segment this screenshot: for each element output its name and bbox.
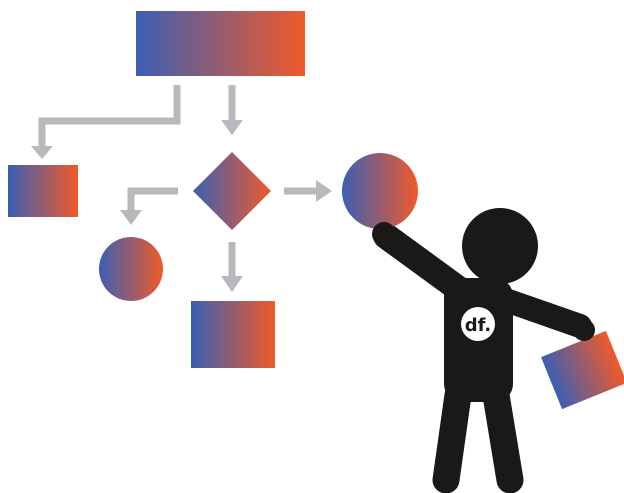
figure-right-hand bbox=[573, 319, 595, 341]
top-rectangle bbox=[136, 11, 305, 76]
large-circle bbox=[342, 153, 418, 229]
figure-right-arm bbox=[488, 286, 592, 338]
figure-left-leg bbox=[432, 381, 472, 493]
arrowhead-left-box bbox=[31, 146, 53, 159]
badge-text: df. bbox=[465, 315, 492, 336]
arrowhead-large-circle bbox=[316, 180, 332, 202]
connectors bbox=[31, 85, 332, 292]
figure-right-leg bbox=[482, 381, 524, 493]
person-figure bbox=[373, 208, 592, 493]
figure-head bbox=[462, 208, 538, 284]
connector-diamond-to-small-circle bbox=[127, 187, 178, 212]
left-rectangle bbox=[8, 165, 78, 217]
figure-raised-arm bbox=[373, 223, 473, 303]
tilted-rectangle-group bbox=[541, 330, 624, 410]
decision-diamond bbox=[193, 152, 271, 230]
arrowhead-bottom-box bbox=[221, 276, 243, 292]
bottom-rectangle bbox=[191, 301, 275, 368]
connector-top-to-left-box bbox=[38, 85, 181, 148]
figure-hand bbox=[372, 222, 396, 246]
tilted-rectangle bbox=[541, 330, 624, 410]
badge-circle bbox=[461, 307, 495, 341]
arrowhead-small-circle bbox=[120, 210, 142, 225]
small-circle bbox=[99, 237, 163, 301]
df-logo-icon: df. bbox=[461, 307, 495, 341]
shapes bbox=[8, 11, 305, 368]
arrowhead-diamond bbox=[221, 120, 243, 135]
